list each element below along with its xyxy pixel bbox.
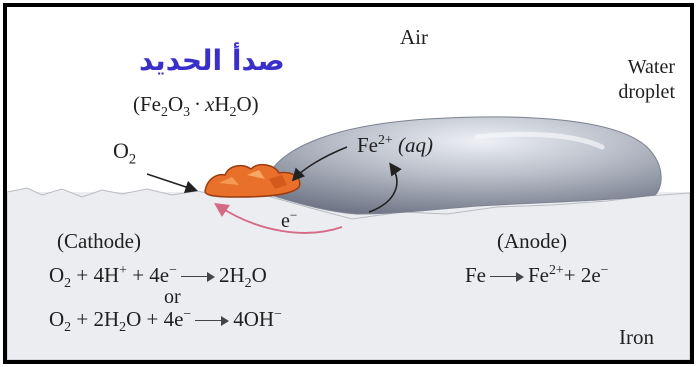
water-label-line1: Water bbox=[627, 56, 675, 78]
iron-label: Iron bbox=[619, 325, 654, 349]
o2-arrow-icon bbox=[146, 173, 199, 194]
corrosion-scene bbox=[7, 7, 690, 360]
electron-flow-arrow-icon bbox=[214, 203, 343, 234]
reaction-arrow-icon bbox=[180, 272, 215, 283]
arabic-title: صدأ الحديد bbox=[139, 44, 285, 77]
cathode-equation-1: O2 + 4H+ + 4e−2H2O bbox=[49, 262, 267, 291]
or-label: or bbox=[164, 286, 181, 308]
rust-deposit-icon bbox=[204, 163, 301, 198]
air-label: Air bbox=[400, 25, 428, 49]
fe-ion-label: Fe2+ (aq) bbox=[357, 132, 433, 157]
water-droplet-icon bbox=[261, 116, 662, 215]
rust-formula: (Fe2O3·xH2O) bbox=[133, 92, 259, 120]
reaction-arrow-icon bbox=[490, 272, 524, 283]
o2-label: O2 bbox=[113, 138, 137, 168]
electron-label: e− bbox=[281, 207, 298, 232]
droplet-highlight bbox=[474, 131, 605, 150]
cathode-equation-2: O2 + 2H2O + 4e−4OH− bbox=[49, 306, 282, 335]
water-label-line2: droplet bbox=[618, 81, 675, 103]
anode-label: (Anode) bbox=[497, 229, 567, 253]
reaction-arrow-icon bbox=[195, 316, 230, 327]
fe-to-rust-arrow-icon bbox=[291, 146, 348, 182]
cathode-label: (Cathode) bbox=[57, 229, 141, 253]
diagram-frame: صدأ الحديد (Fe2O3·xH2O) Air Water drople… bbox=[3, 3, 694, 364]
fe-ion-arrow-icon bbox=[368, 162, 402, 213]
